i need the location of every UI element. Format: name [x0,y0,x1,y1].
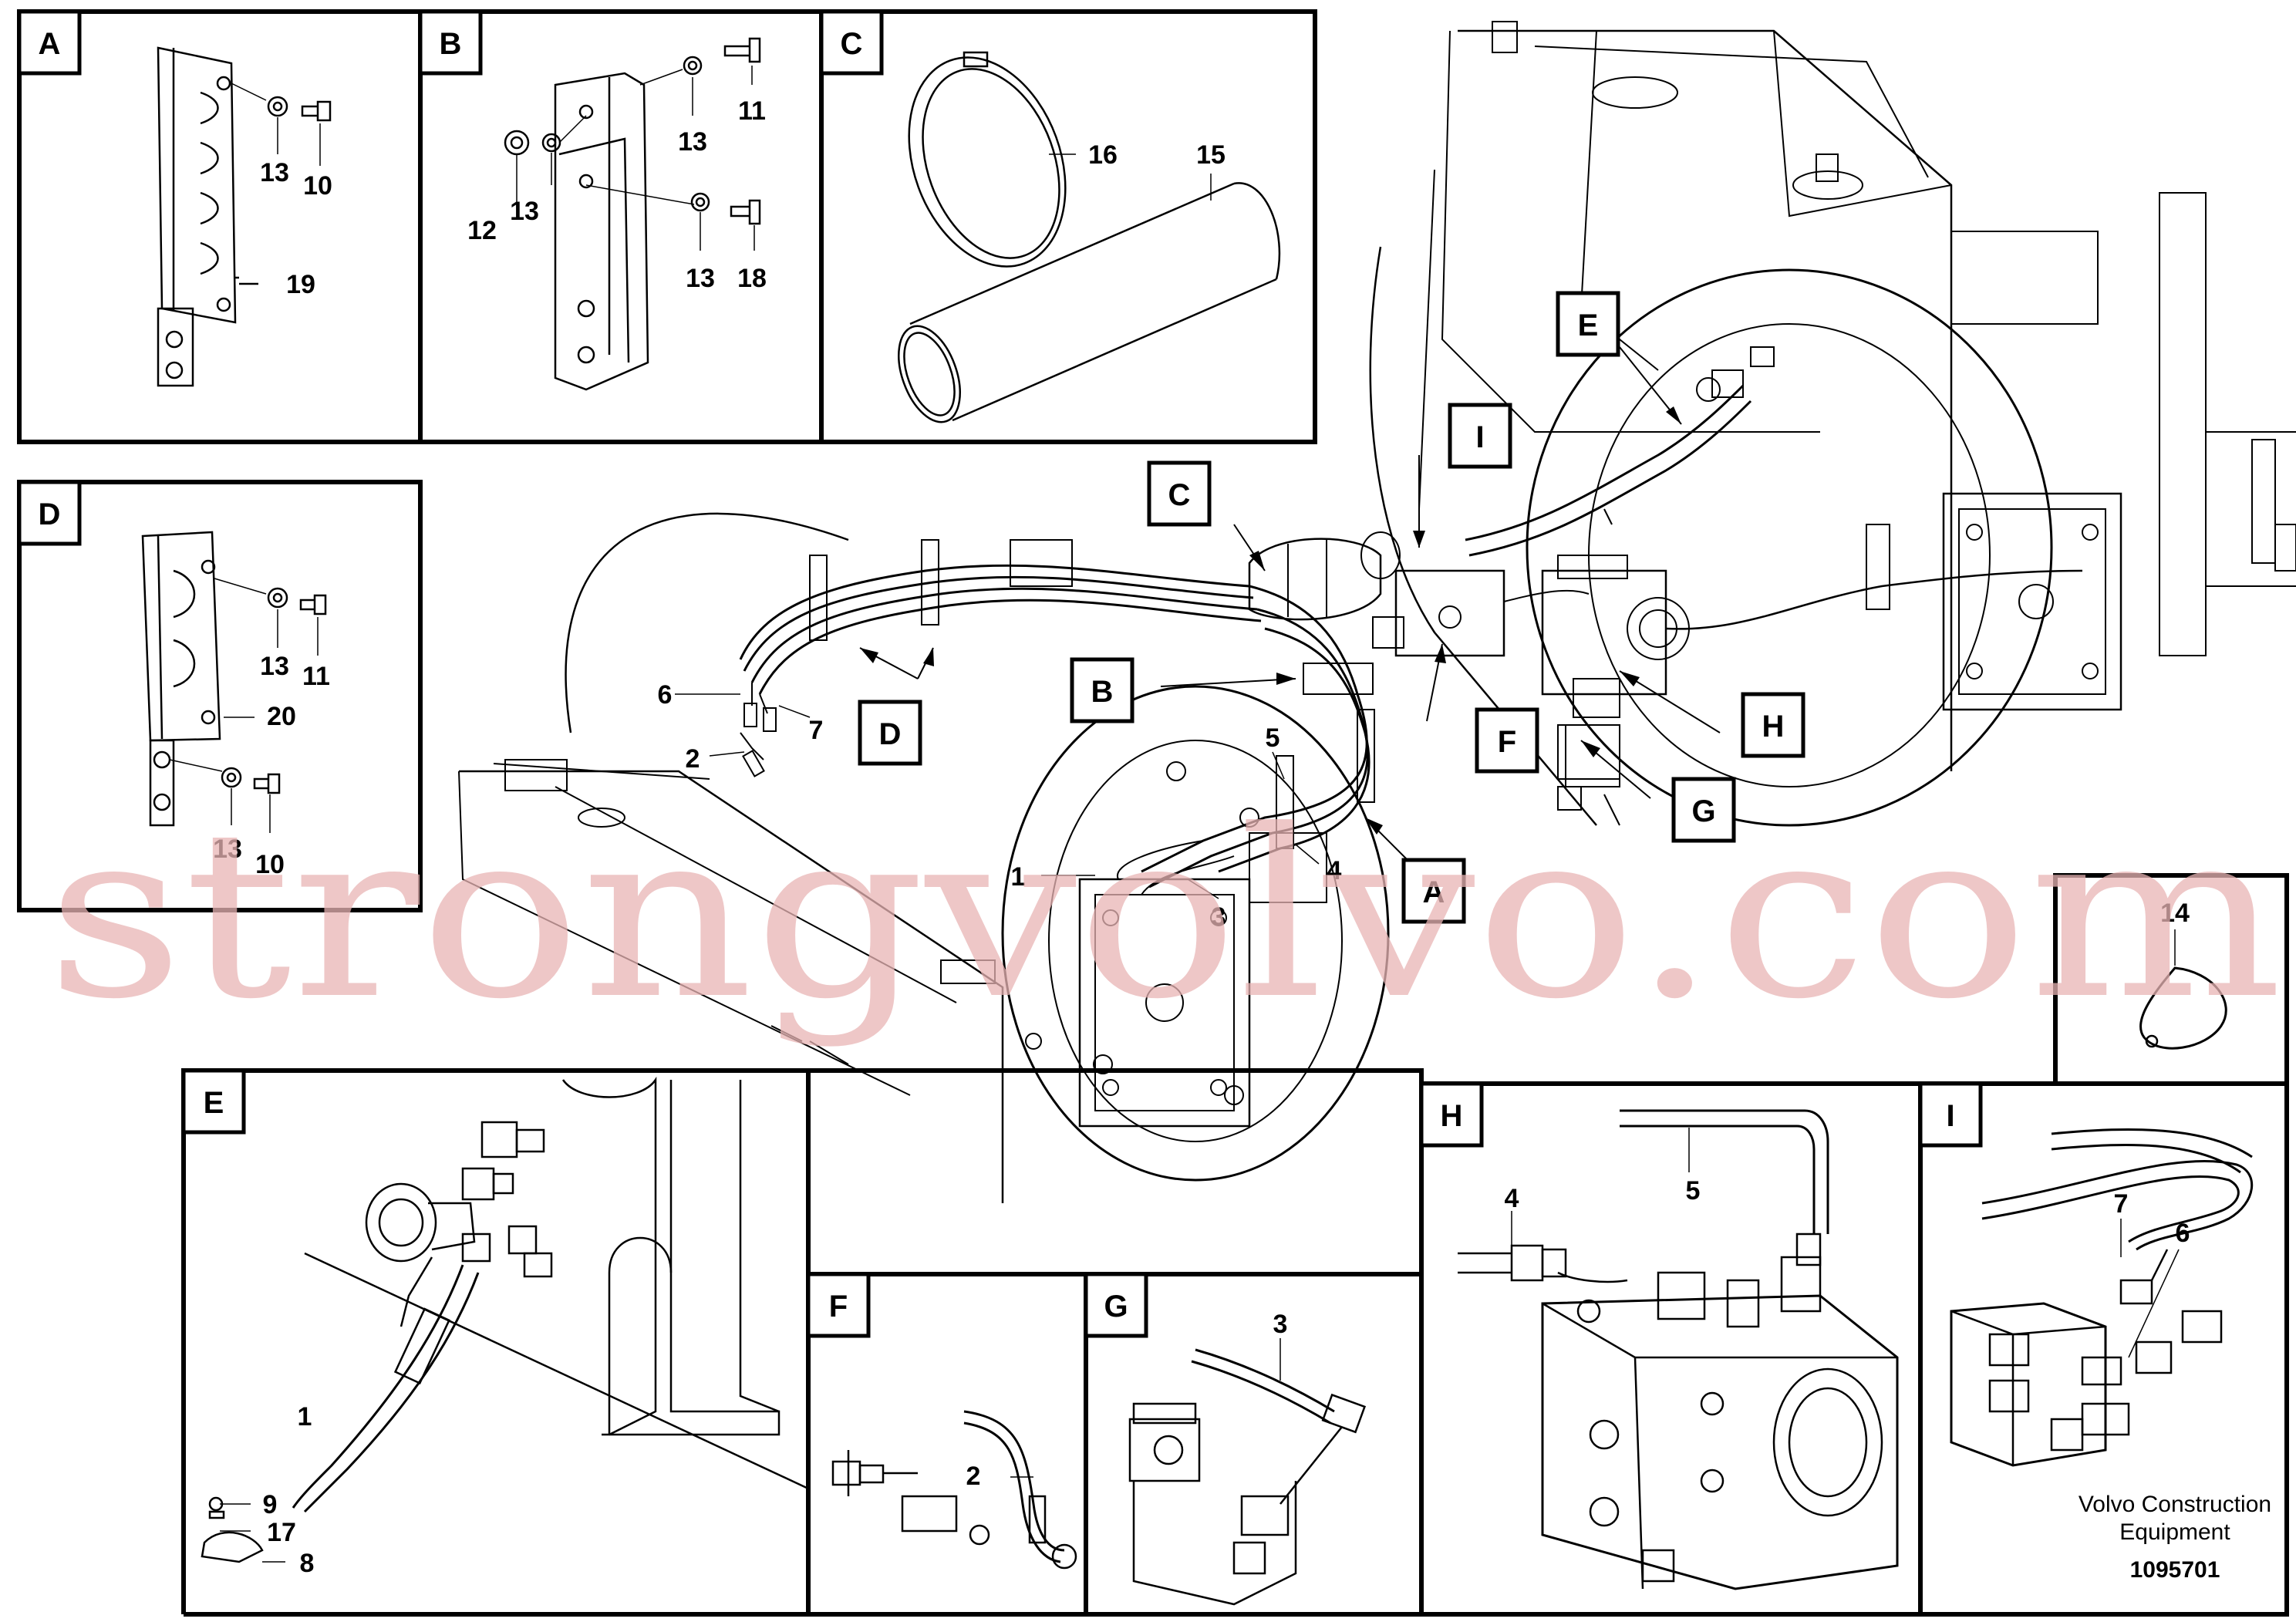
drawing-number: 1095701 [2130,1557,2220,1583]
part-label-13: 13 [260,652,289,681]
part-label-20: 20 [267,702,296,731]
part-label-10: 10 [303,171,332,201]
panel-14: 14 [2139,899,2227,1050]
credit-line-2: Equipment [2119,1519,2230,1545]
part-label-1: 1 [298,1402,312,1431]
main-label-4: 4 [1327,856,1342,885]
panel-d-letter: D [39,497,61,531]
panel-i-letter: I [1946,1099,1954,1133]
part-label-13: 13 [213,835,242,864]
panel-e-letter: E [204,1086,224,1120]
part-label-3: 3 [1273,1310,1288,1339]
credit-line-1: Volvo Construction [2079,1492,2271,1517]
panel-i: I 7 6 Volvo Construction Equipment 10957… [1918,1081,2271,1583]
panel-efghi-frame [181,1068,2289,1617]
callout-e: E [1578,309,1599,342]
part-label-2: 2 [966,1462,981,1491]
main-label-1: 1 [1011,862,1026,892]
panel-b: B 13 11 12 13 13 18 [418,9,767,391]
part-label-13: 13 [686,264,715,293]
main-label-6: 6 [658,680,673,710]
main-label-2: 2 [686,744,700,774]
callout-c: C [1168,478,1191,512]
part-label-14: 14 [2160,899,2190,928]
part-label-6: 6 [2176,1219,2190,1248]
panel-a: A 13 10 19 [17,9,332,387]
part-label-5: 5 [1686,1176,1701,1206]
main-label-3: 3 [1212,902,1226,932]
callout-a: A [1423,875,1445,909]
callout-f: F [1498,725,1516,759]
part-label-11: 11 [738,96,766,126]
part-label-11: 11 [302,662,330,691]
panel-e: E 1 9 17 8 [181,1068,809,1578]
panel-d: D 13 11 20 13 10 [17,480,330,879]
panel-f-letter: F [829,1290,848,1324]
main-assembly [458,21,2296,1203]
part-label-8: 8 [300,1549,315,1578]
part-label-9: 9 [263,1490,278,1519]
part-label-17: 17 [267,1518,296,1547]
callout-b: B [1091,675,1114,709]
panel-c-frame [819,9,1317,444]
panel-a-frame [17,9,423,444]
panel-g: G 3 [1084,1272,1367,1606]
panel-h: H 5 4 [1419,1081,1899,1590]
watermark: strongvolvo.com [46,781,2283,1050]
part-label-12: 12 [467,216,497,245]
panel-f: F 2 [806,1272,1077,1570]
part-label-19: 19 [286,270,315,299]
part-label-13: 13 [260,158,289,187]
main-label-7: 7 [809,716,824,745]
panel-b-letter: B [440,27,462,61]
part-label-10: 10 [255,850,285,879]
panel-d-frame [17,480,423,912]
part-label-16: 16 [1088,140,1118,170]
part-label-13: 13 [510,197,539,226]
part-label-15: 15 [1196,140,1226,170]
main-label-5: 5 [1266,723,1280,753]
part-label-4: 4 [1505,1184,1519,1213]
part-label-13: 13 [678,127,707,157]
callout-h: H [1762,710,1785,744]
callout-i: I [1475,420,1484,454]
part-label-7: 7 [2114,1189,2129,1219]
part-label-18: 18 [737,264,767,293]
panel-c: C 16 15 [819,9,1281,423]
panel-h-letter: H [1441,1099,1463,1133]
panel-g-letter: G [1104,1290,1128,1324]
callout-g: G [1691,794,1715,828]
panel-a-letter: A [39,27,61,61]
panel-c-letter: C [841,27,863,61]
callout-d: D [879,717,902,751]
main-callouts: C B D A I E F H G 1 2 3 4 5 6 7 [658,291,1805,932]
